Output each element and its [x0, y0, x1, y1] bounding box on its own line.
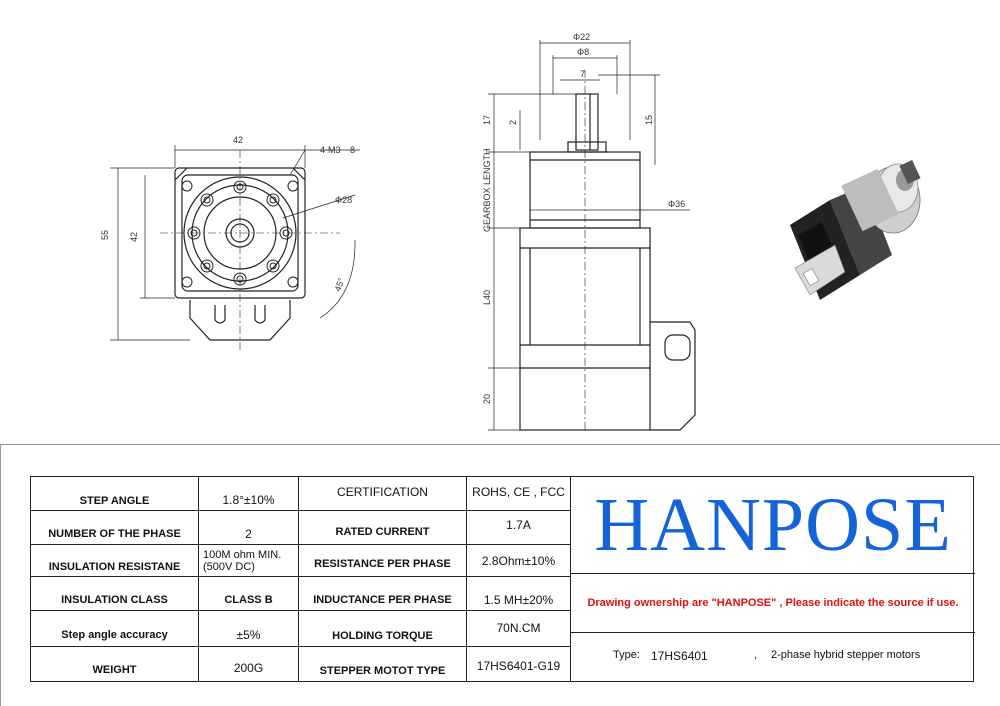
dim-front-width: 42	[233, 135, 243, 145]
label-holding-torque: HOLDING TORQUE	[299, 611, 467, 647]
value-holding-torque: 70N.CM	[467, 611, 571, 647]
label-step-angle: STEP ANGLE	[31, 477, 199, 511]
dim-screw-depth: 8	[350, 145, 355, 155]
brand-logo: HANPOSE	[594, 482, 952, 567]
label-rated-current: RATED CURRENT	[299, 511, 467, 545]
type-label: Type:	[613, 649, 640, 661]
value-inductance-per-phase: 1.5 MH±20%	[467, 577, 571, 611]
label-weight: WEIGHT	[31, 647, 199, 681]
type-value: 17HS6401	[651, 649, 708, 663]
dim-shoulder: 2	[508, 120, 518, 125]
motor-3d-render	[790, 159, 921, 300]
border-line	[0, 444, 1, 706]
value-motor-type: 17HS6401-G19	[467, 647, 571, 681]
type-separator: ,	[754, 649, 758, 661]
dim-bore: Φ8	[577, 47, 589, 57]
ownership-notice: Drawing ownership are "HANPOSE" , Please…	[571, 573, 975, 633]
side-view	[488, 40, 696, 431]
dim-flat: 7	[580, 69, 585, 79]
value-phase-count: 2	[199, 511, 299, 545]
dim-flat-len: 15	[644, 115, 654, 125]
label-inductance-per-phase: INDUCTANCE PER PHASE	[299, 577, 467, 611]
value-resistance-per-phase: 2.8Ohm±10%	[467, 545, 571, 577]
divider-line	[0, 444, 1000, 445]
label-motor-type: STEPPER MOTOT TYPE	[299, 647, 467, 681]
front-view	[110, 145, 360, 350]
dim-back: 20	[482, 394, 492, 404]
dim-front-circle: Φ28	[335, 195, 352, 205]
dim-angle: 45°	[332, 276, 346, 293]
spec-table: STEP ANGLE 1.8°±10% CERTIFICATION ROHS, …	[30, 476, 975, 683]
label-insulation-class: INSULATION CLASS	[31, 577, 199, 611]
label-resistance-per-phase: RESISTANCE PER PHASE	[299, 545, 467, 577]
dim-front-height-inner: 42	[129, 232, 139, 242]
type-description: 2-phase hybrid stepper motors	[771, 649, 921, 661]
label-insulation-resistance: INSULATION RESISTANE	[31, 545, 199, 577]
dim-gearbox-length: GEARBOX LENGTH	[482, 148, 492, 232]
value-step-angle: 1.8°±10%	[199, 477, 299, 511]
type-info: Type: 17HS6401 , 2-phase hybrid stepper …	[571, 633, 975, 683]
value-certification: ROHS, CE , FCC	[467, 477, 571, 511]
value-rated-current: 1.7A	[467, 511, 571, 545]
dim-screw: 4-M3	[320, 145, 341, 155]
label-phase-count: NUMBER OF THE PHASE	[31, 511, 199, 545]
label-step-angle-accuracy: Step angle accuracy	[31, 611, 199, 647]
technical-drawing: 42 55 42 Φ28 4-M3 8 45°	[100, 32, 921, 431]
dim-body: L40	[482, 290, 492, 305]
value-step-angle-accuracy: ±5%	[199, 611, 299, 647]
dim-front-height-outer: 55	[100, 230, 110, 240]
label-certification: CERTIFICATION	[299, 477, 467, 511]
dim-gear-dia: Φ36	[668, 199, 685, 209]
dim-shaft-len: 17	[482, 115, 492, 125]
value-insulation-class: CLASS B	[199, 577, 299, 611]
value-weight: 200G	[199, 647, 299, 681]
value-insulation-resistance: 100M ohm MIN. (500V DC)	[199, 545, 299, 577]
dim-shaft-dia: Φ22	[573, 32, 590, 42]
